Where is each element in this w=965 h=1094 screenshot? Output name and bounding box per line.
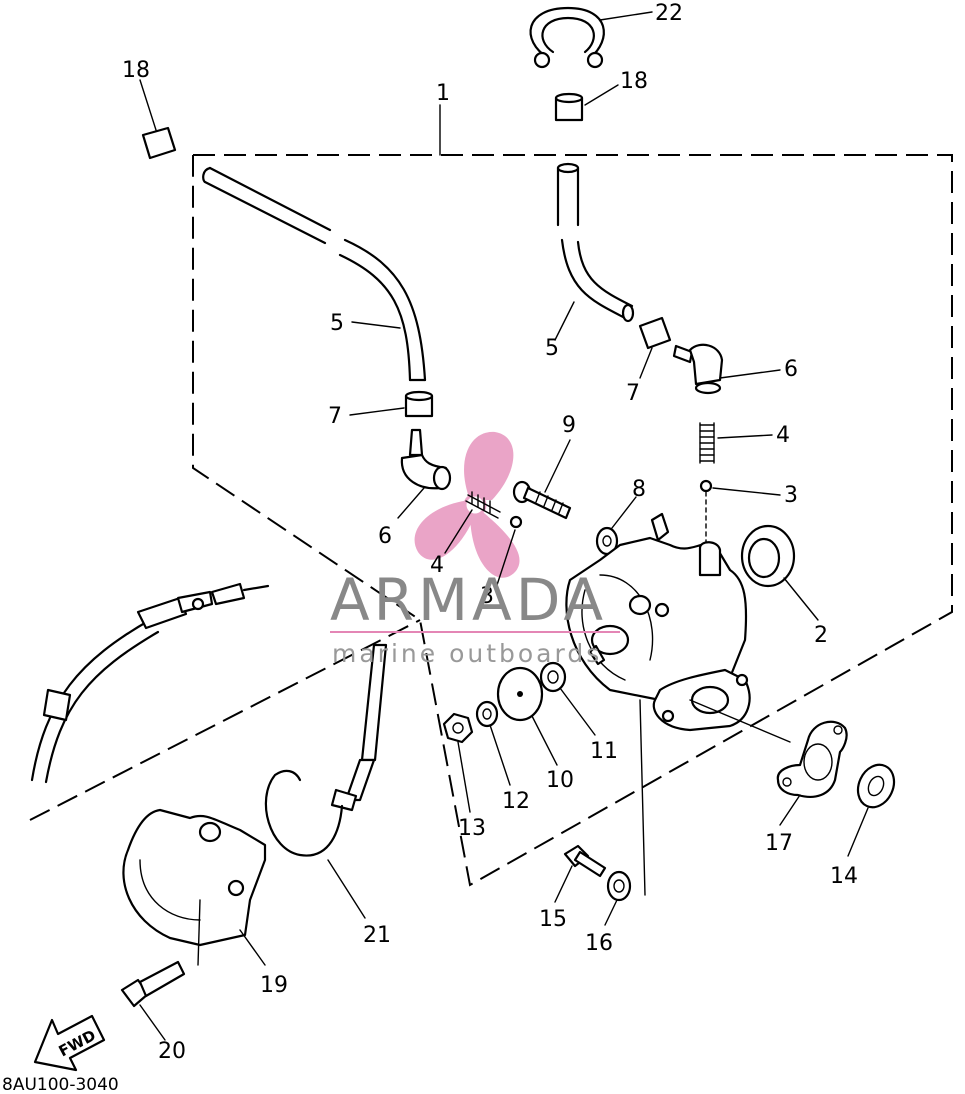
elbow-joint-right xyxy=(672,343,724,395)
nut-part xyxy=(442,712,474,744)
callout-22: 22 xyxy=(655,1,683,26)
cover-part xyxy=(122,808,267,947)
bolt-20-part xyxy=(120,960,186,1008)
callout-19: 19 xyxy=(260,973,288,998)
callout-3-left: 3 xyxy=(480,584,494,609)
gasket-part xyxy=(776,720,848,798)
callout-9: 9 xyxy=(562,413,576,438)
callout-5-right: 5 xyxy=(545,336,559,361)
check-ball-right xyxy=(699,479,713,493)
watermark-logo-icon xyxy=(414,431,520,578)
fuel-hose-right xyxy=(556,162,635,323)
callout-18-left: 18 xyxy=(122,58,150,83)
spring-left xyxy=(465,491,501,519)
hose-sleeve-left xyxy=(404,390,434,418)
callout-15: 15 xyxy=(539,907,567,932)
washer-plate-part xyxy=(539,661,567,693)
callout-21: 21 xyxy=(363,923,391,948)
callout-11: 11 xyxy=(590,739,618,764)
callout-7-left: 7 xyxy=(328,404,342,429)
washer-14-part xyxy=(856,763,896,809)
group-number: 1 xyxy=(436,81,450,106)
clip-part xyxy=(529,6,605,69)
fwd-arrow-icon xyxy=(33,1014,106,1072)
drawing-code: 8AU100-3040 xyxy=(2,1075,119,1094)
callout-3-right: 3 xyxy=(784,483,798,508)
callout-4-right: 4 xyxy=(776,423,790,448)
callout-16: 16 xyxy=(585,931,613,956)
watermark-tagline: marine outboards xyxy=(332,639,602,668)
callout-7-right: 7 xyxy=(626,381,640,406)
callout-5-left: 5 xyxy=(330,311,344,336)
washer-16-part xyxy=(606,870,632,902)
elbow-joint-left xyxy=(400,428,452,491)
diaphragm-part xyxy=(496,666,544,722)
sleeve-part xyxy=(554,92,584,122)
cable-21-part xyxy=(264,643,388,857)
callout-8: 8 xyxy=(632,477,646,502)
callout-17: 17 xyxy=(765,831,793,856)
spring-right xyxy=(699,422,715,464)
assembly-boundary xyxy=(192,154,953,887)
oil-seal-part xyxy=(740,524,796,588)
callout-2: 2 xyxy=(814,623,828,648)
callout-10: 10 xyxy=(546,768,574,793)
callout-4-left: 4 xyxy=(430,553,444,578)
bolt-15-part xyxy=(563,844,607,878)
callout-13: 13 xyxy=(458,816,486,841)
lock-washer-part xyxy=(475,700,499,728)
callout-6-right: 6 xyxy=(784,357,798,382)
callout-18-right: 18 xyxy=(620,69,648,94)
callout-20: 20 xyxy=(158,1039,186,1064)
callout-12: 12 xyxy=(502,789,530,814)
fuel-pump-body xyxy=(565,512,751,732)
sleeve-part-left xyxy=(141,126,177,160)
watermark-brand: ARMADA xyxy=(330,566,607,634)
fuel-hose-left xyxy=(202,166,427,382)
choke-cable xyxy=(30,582,270,784)
callout-6-left: 6 xyxy=(378,524,392,549)
screw-part xyxy=(512,480,572,520)
check-ball-left xyxy=(509,515,523,529)
hose-sleeve-right xyxy=(638,316,672,350)
cable-boundary xyxy=(29,619,421,821)
callout-14: 14 xyxy=(830,864,858,889)
